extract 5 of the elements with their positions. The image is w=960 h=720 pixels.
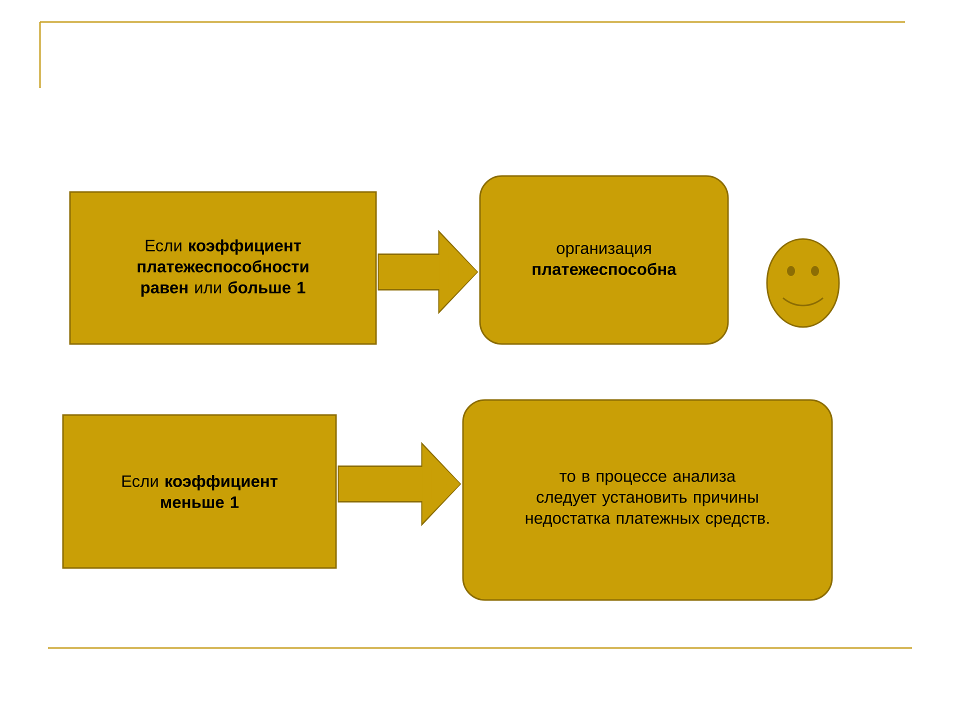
smiley-face (766, 238, 840, 328)
rounded-box: то в процессе анализа следует установить причины недостатка платежных средств. (462, 399, 833, 601)
text-box: Если коэффициент меньше 1 (62, 414, 337, 569)
rounded-box: организация платежеспособна (479, 175, 729, 345)
text-box: Если коэффициент платежеспособности равен или больше 1 (69, 191, 377, 345)
